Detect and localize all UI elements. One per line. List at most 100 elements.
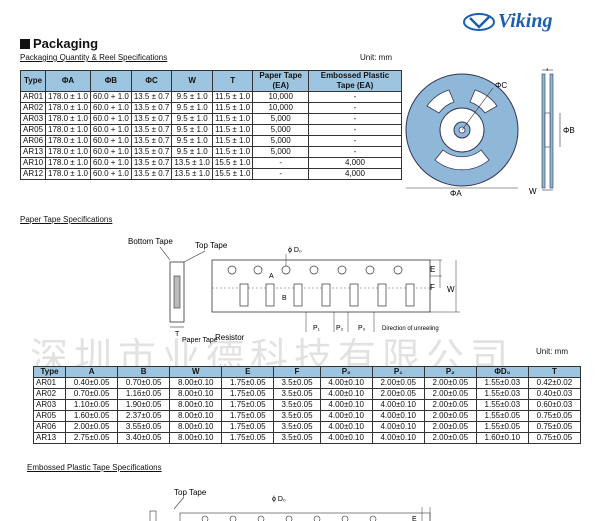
reel-window-3	[434, 149, 490, 171]
value-cell: 0.75±0.05	[527, 410, 582, 422]
value-cell: 2.00±0.05	[423, 410, 477, 422]
value-cell: 10,000	[252, 102, 309, 114]
viking-logo: Viking	[462, 10, 572, 34]
value-cell: 2.00±0.05	[423, 399, 477, 411]
value-cell: 1.75±0.05	[221, 432, 275, 444]
value-cell: 60.0 + 1.0	[90, 157, 132, 169]
column-header: P₀	[319, 366, 373, 378]
label-d0: ϕ D₀	[288, 247, 302, 254]
type-cell: AR03	[32, 399, 67, 411]
column-header: Embossed Plastic Tape (EA)	[307, 70, 403, 92]
reel-diagram: ΦC ΦA ΦB T W	[405, 68, 575, 198]
sprocket-holes	[227, 265, 403, 275]
value-cell: 178.0 ± 1.0	[45, 124, 91, 136]
label-phi-c: ΦC	[495, 81, 507, 90]
label-p2: P₂	[336, 325, 344, 332]
type-cell: AR12	[19, 168, 47, 180]
embossed-caption: Embossed Plastic Tape Specifications	[27, 463, 162, 472]
value-cell: 178.0 ± 1.0	[45, 157, 91, 169]
value-cell: 3.55±0.05	[117, 421, 171, 433]
logo-text: Viking	[498, 10, 553, 32]
type-cell: AR13	[32, 432, 67, 444]
reel-side-hub	[544, 112, 551, 148]
value-cell: 13.5 ± 0.7	[130, 91, 173, 103]
value-cell: 60.0 + 1.0	[90, 124, 132, 136]
reel-side-flange-1	[541, 73, 546, 189]
value-cell: 11.5 ± 1.0	[211, 91, 254, 103]
value-cell: 4,000	[307, 157, 403, 169]
value-cell: 178.0 ± 1.0	[45, 135, 91, 147]
value-cell: 13.5 ± 0.7	[130, 146, 173, 158]
value-cell: 0.70±0.05	[65, 388, 119, 400]
value-cell: 1.75±0.05	[221, 421, 275, 433]
value-cell: 5,000	[252, 146, 309, 158]
value-cell: 1.75±0.05	[221, 377, 275, 389]
reel-window-1	[426, 89, 455, 114]
type-cell: AR01	[32, 377, 67, 389]
value-cell: 3.5±0.05	[273, 432, 321, 444]
column-header: ΦD₀	[475, 366, 529, 378]
value-cell: 1.55±0.05	[475, 410, 529, 422]
value-cell: 60.0 + 1.0	[90, 135, 132, 147]
value-cell: 4.00±0.10	[319, 410, 373, 422]
value-cell: 60.0 + 1.0	[90, 91, 132, 103]
value-cell: 4.00±0.10	[319, 377, 373, 389]
value-cell: 0.40±0.05	[65, 377, 119, 389]
value-cell: 4.00±0.10	[371, 432, 425, 444]
label-w: W	[529, 187, 537, 196]
value-cell: -	[307, 124, 403, 136]
value-cell: -	[307, 91, 403, 103]
value-cell: -	[307, 135, 403, 147]
value-cell: 11.5 ± 1.0	[211, 146, 254, 158]
value-cell: 8.00±0.10	[169, 432, 223, 444]
value-cell: 10,000	[252, 91, 309, 103]
value-cell: 11.5 ± 1.0	[211, 102, 254, 114]
value-cell: 0.75±0.05	[527, 432, 582, 444]
value-cell: 1.60±0.05	[65, 410, 119, 422]
value-cell: 60.0 + 1.0	[90, 146, 132, 158]
label-p0: P₀	[358, 325, 366, 332]
value-cell: 3.5±0.05	[273, 421, 321, 433]
label-d0-embossed: ϕ D₀	[272, 496, 286, 503]
value-cell: 1.55±0.05	[475, 421, 529, 433]
value-cell: 4.00±0.10	[319, 399, 373, 411]
column-header: P₁	[371, 366, 425, 378]
value-cell: 1.55±0.03	[475, 377, 529, 389]
value-cell: 178.0 ± 1.0	[45, 146, 91, 158]
label-e-embossed: E	[412, 516, 417, 521]
value-cell: 3.5±0.05	[273, 388, 321, 400]
reel-side-flange-2	[549, 73, 554, 189]
section-title: Packaging	[20, 36, 98, 51]
value-cell: 4.00±0.10	[371, 410, 425, 422]
column-header: P₂	[423, 366, 477, 378]
value-cell: 9.5 ± 1.0	[171, 146, 213, 158]
value-cell: 11.5 ± 1.0	[211, 113, 254, 125]
value-cell: 9.5 ± 1.0	[171, 135, 213, 147]
value-cell: 8.00±0.10	[169, 388, 223, 400]
value-cell: 9.5 ± 1.0	[171, 102, 213, 114]
label-resistor: Resistor	[215, 333, 245, 342]
label-bottom-tape: Bottom Tape	[128, 237, 173, 246]
value-cell: -	[307, 113, 403, 125]
value-cell: 2.00±0.05	[371, 388, 425, 400]
value-cell: 8.00±0.10	[169, 421, 223, 433]
value-cell: 9.5 ± 1.0	[171, 124, 213, 136]
label-paper-tape: Paper Tape	[182, 337, 218, 344]
label-phi-a: ΦA	[450, 189, 462, 198]
value-cell: 4.00±0.10	[319, 388, 373, 400]
type-cell: AR05	[19, 124, 47, 136]
value-cell: 3.5±0.05	[273, 410, 321, 422]
column-header: ΦC	[130, 70, 173, 92]
value-cell: 60.0 + 1.0	[90, 168, 132, 180]
value-cell: 3.5±0.05	[273, 399, 321, 411]
value-cell: 1.90±0.05	[117, 399, 171, 411]
value-cell: 15.5 ± 1.0	[211, 157, 254, 169]
column-header: ΦA	[45, 70, 91, 92]
value-cell: 1.75±0.05	[221, 388, 275, 400]
